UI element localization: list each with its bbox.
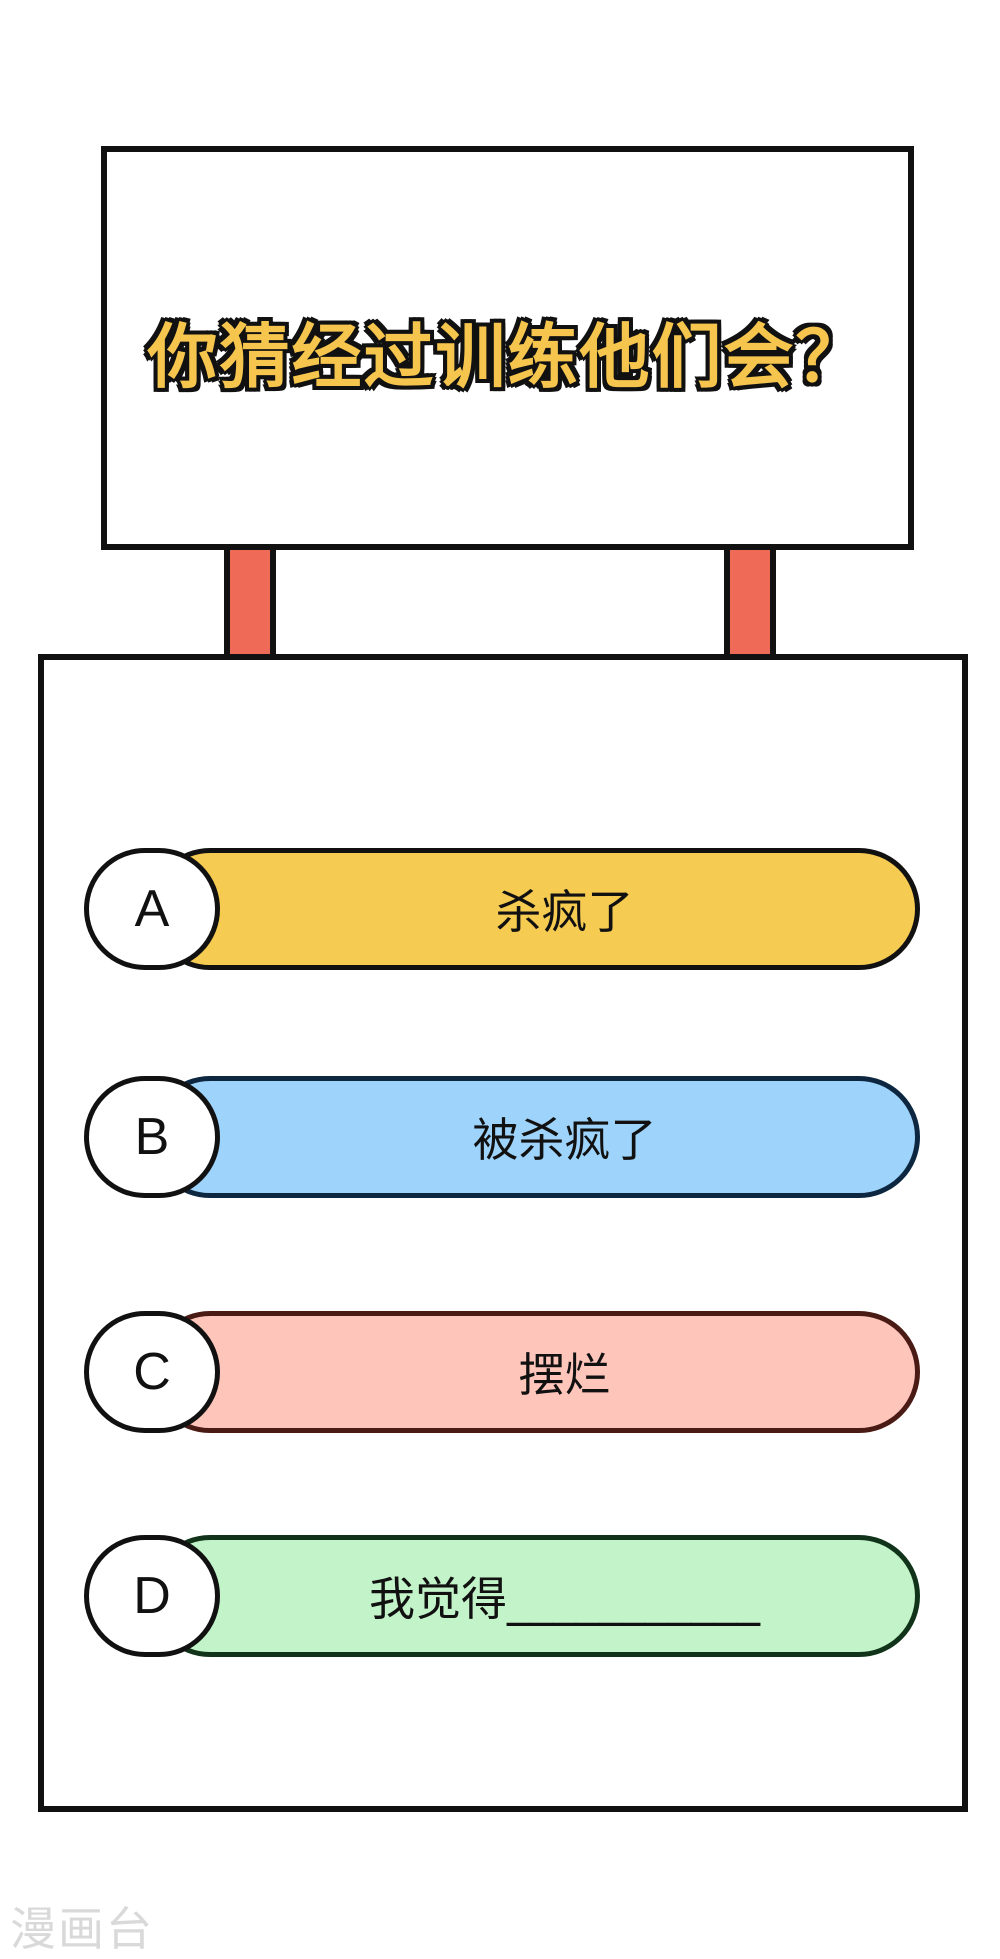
option-b-text: 被杀疯了 <box>472 1113 657 1167</box>
option-a-pill[interactable]: 杀疯了 <box>149 848 920 970</box>
option-c-letter[interactable]: C <box>84 1311 220 1433</box>
option-b-pill[interactable]: 被杀疯了 <box>149 1076 920 1198</box>
question-title: 你猜经过训练他们会？ <box>147 315 868 398</box>
option-c[interactable]: 摆烂 C <box>84 1311 920 1433</box>
option-a-text: 杀疯了 <box>495 885 634 939</box>
question-sign: 你猜经过训练他们会？ <box>101 146 914 550</box>
watermark-logo: 漫画台 <box>10 1902 154 1956</box>
sign-pole-left <box>224 550 276 660</box>
option-b[interactable]: 被杀疯了 B <box>84 1076 920 1198</box>
option-d-pill[interactable]: 我觉得___________ <box>149 1535 920 1657</box>
sign-pole-right <box>724 550 776 660</box>
option-c-pill[interactable]: 摆烂 <box>149 1311 920 1433</box>
option-b-letter[interactable]: B <box>84 1076 220 1198</box>
option-a-letter[interactable]: A <box>84 848 220 970</box>
option-d-text: 我觉得___________ <box>369 1572 760 1626</box>
option-d[interactable]: 我觉得___________ D <box>84 1535 920 1657</box>
option-d-letter[interactable]: D <box>84 1535 220 1657</box>
option-c-text: 摆烂 <box>518 1348 611 1402</box>
option-a[interactable]: 杀疯了 A <box>84 848 920 970</box>
